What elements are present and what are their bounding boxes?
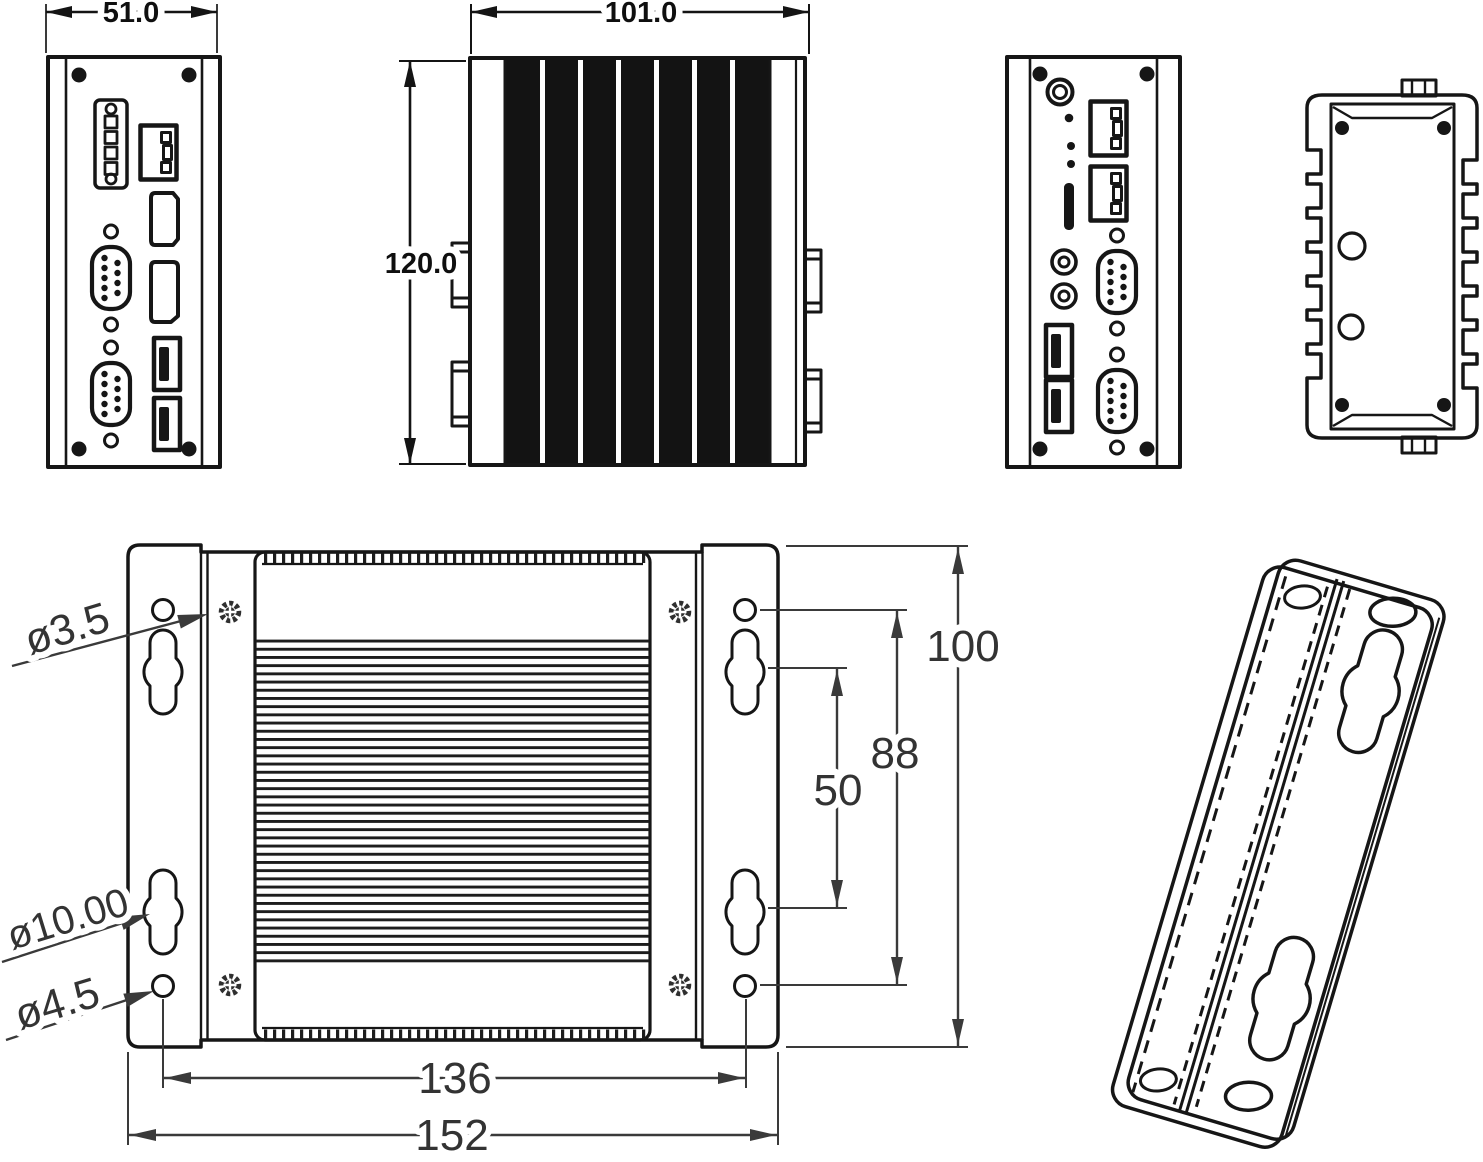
dim-label-101: 101.0 [605,0,678,29]
bracket-end-holes [1138,584,1418,1112]
dim-hole-spacing-136: 136 [162,999,747,1110]
device-body-top [253,550,652,1042]
dim-label-152: 152 [415,1111,488,1160]
top-tab [1400,78,1438,98]
usb-port-3 [1046,325,1072,377]
mount-holes [151,598,757,998]
fin-end-ticks [259,1029,646,1039]
power-terminal-block [93,98,129,190]
heatsink-fins-top [256,638,649,966]
com-port-4 [1098,348,1136,454]
dim-front-width: 51.0 [45,0,218,53]
fin-gaps [540,60,735,463]
dim-label-88: 88 [871,729,920,778]
bracket-outline [126,543,780,1049]
keyhole-slot-3d [1234,928,1329,1069]
label-hole-4_5: ø4.5 [9,969,105,1040]
front-panel-view: 51.0 [45,0,222,469]
audio-jack-1 [1050,248,1078,276]
displayport [149,260,180,324]
bottom-hole-1 [1337,231,1367,261]
leader-hole-3_5: ø3.5 [11,587,210,671]
usb-port-1 [154,338,180,390]
dim-label-136: 136 [418,1054,491,1103]
lan-port [141,126,177,180]
led-indicators [1064,113,1075,168]
dim-side-width: 101.0 [470,0,810,54]
dim-side-height: 120.0 [378,60,466,465]
fin-end-ticks [259,553,646,563]
dim-label-120: 120.0 [385,248,458,280]
corner-screws [71,67,197,457]
lan-port-1 [1091,102,1127,156]
dim-label-51: 51.0 [103,0,159,29]
bottom-view [1305,78,1479,455]
dim-label-50: 50 [814,766,863,815]
com-port-3 [1098,229,1136,335]
lan-port-2 [1091,167,1127,221]
mounting-top-view: 100 88 50 136 152 ø3.5 [0,543,1006,1162]
corner-screws [1335,121,1451,412]
label-hole-3_5: ø3.5 [19,594,115,665]
side-view: 101.0 120.0 [378,0,823,467]
corner-screws [1032,66,1155,457]
bottom-hole-2 [1337,313,1365,341]
dim-hole-spacing-88: 88 [760,609,926,986]
leader-hole-4_5: ø4.5 [2,962,157,1046]
com-port-2 [92,341,130,447]
rear-panel-view [1005,55,1182,469]
label-keyhole-10: ø10.00 [2,880,134,958]
hdmi-port [149,191,180,247]
com-port-1 [92,225,130,331]
bracket-plate-face [1126,558,1446,1141]
bottom-tab [1400,435,1438,455]
dim-overall-width-152: 152 [127,1052,779,1162]
bracket-plate-back-edge [1110,565,1434,1149]
bracket-3d-view [1110,558,1446,1149]
side-connector-tabs-left [450,241,472,428]
usb-port-4 [1046,380,1072,432]
dim-mount-height-100: 100 [786,545,1006,1048]
side-connector-tabs-right [803,248,823,434]
sim-slot [1064,183,1074,230]
heatsink-fins [505,60,770,463]
audio-jack-2 [1050,282,1078,310]
bottom-outline-with-fins [1305,93,1479,440]
dim-label-100: 100 [926,622,999,671]
power-button [1045,77,1075,107]
dim-keyhole-spacing-50: 50 [768,667,869,909]
usb-port-2 [154,398,180,450]
